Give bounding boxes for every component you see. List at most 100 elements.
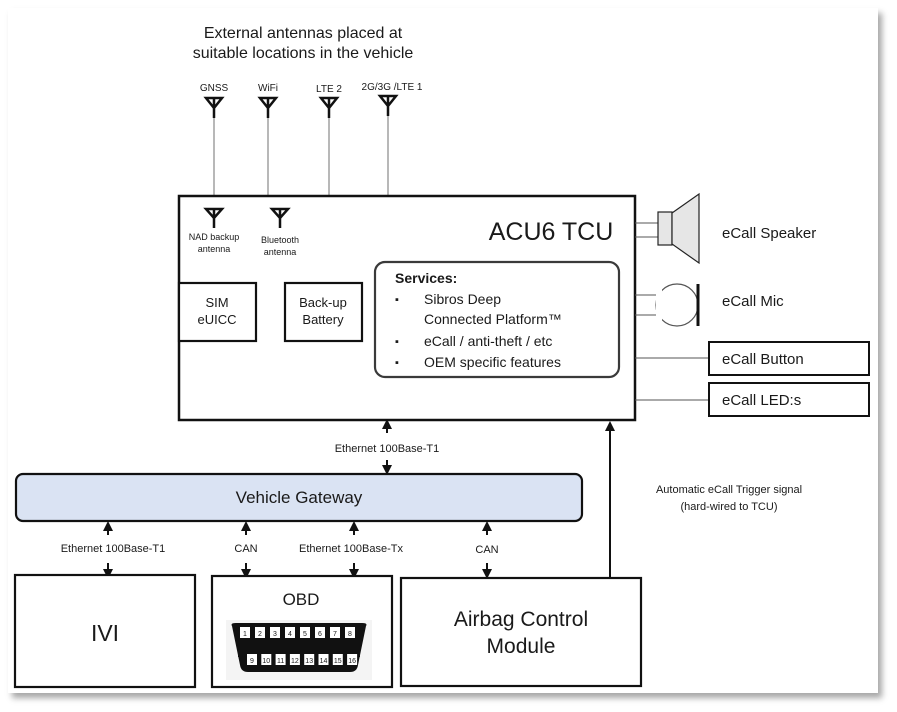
ecall-button-box: eCall Button — [635, 341, 870, 376]
obd-pin: 7 — [330, 627, 340, 638]
bullet-icon: ▪ — [395, 294, 399, 306]
antenna-label: antenna — [264, 247, 297, 257]
tcu-box: ACU6 TCU NAD backup antenna Bluetooth an… — [177, 194, 637, 422]
obd-pin: 1 — [240, 627, 250, 638]
antenna-icon — [257, 96, 279, 118]
services-box: Services: ▪ Sibros Deep Connected Platfo… — [373, 260, 621, 379]
speaker-label: eCall Speaker — [722, 225, 816, 242]
obd-pin: 16 — [347, 654, 358, 665]
ivi-label: IVI — [91, 620, 119, 646]
airbag-control-module-box: Airbag Control Module — [399, 576, 643, 688]
link-gateway-obd-eth: Ethernet 100Base-Tx — [299, 521, 403, 579]
antenna-label: 2G/3G /LTE 1 — [362, 82, 423, 93]
diagram-canvas: External antennas placed at suitable loc… — [8, 8, 878, 693]
link-label: CAN — [475, 544, 498, 556]
bullet-icon: ▪ — [395, 357, 399, 369]
nad-backup-antenna: NAD backup antenna — [189, 207, 240, 254]
obd-pin: 15 — [332, 654, 343, 665]
obd-pin: 9 — [247, 654, 257, 665]
sim-label: SIM — [205, 295, 228, 310]
obd-pin-number: 6 — [318, 631, 322, 638]
obd-pin-number: 10 — [262, 658, 270, 665]
ecall-leds-box: eCall LED:s — [635, 382, 870, 417]
antenna-icon — [318, 96, 340, 118]
service-item: eCall / anti-theft / etc — [424, 333, 552, 349]
obd-pin: 3 — [270, 627, 280, 638]
obd-pin-number: 16 — [348, 658, 356, 665]
external-antenna-lte2: LTE 2 — [316, 84, 342, 196]
ecall-mic: eCall Mic — [635, 282, 784, 328]
ivi-box: IVI — [13, 573, 197, 689]
obd-pin-number: 5 — [303, 631, 307, 638]
obd-pin: 13 — [304, 654, 315, 665]
diagram-svg: External antennas placed at suitable loc… — [13, 25, 870, 689]
obd-pin-number: 8 — [348, 631, 352, 638]
bullet-icon: ▪ — [395, 336, 399, 348]
link-gateway-acm: CAN — [475, 521, 499, 579]
obd-pin: 11 — [275, 654, 286, 665]
obd-pin: 10 — [261, 654, 272, 665]
antenna-icon — [269, 207, 291, 228]
link-label: Ethernet 100Base-T1 — [335, 443, 440, 455]
link-label: CAN — [234, 543, 257, 555]
antenna-label: GNSS — [200, 83, 229, 94]
obd-pin: 8 — [345, 627, 355, 638]
acm-label: Airbag Control — [454, 608, 588, 631]
link-ecall-trigger: Automatic eCall Trigger signal (hard-wir… — [605, 421, 802, 578]
obd-pin: 2 — [255, 627, 265, 638]
obd-pin-number: 12 — [291, 658, 299, 665]
external-antenna-gnss: GNSS — [200, 83, 229, 196]
gateway-label: Vehicle Gateway — [236, 488, 363, 507]
antenna-label: WiFi — [258, 83, 278, 94]
ecall-leds-label: eCall LED:s — [722, 392, 801, 409]
link-gateway-obd-can: CAN — [234, 521, 258, 579]
link-gateway-ivi: Ethernet 100Base-T1 — [61, 521, 166, 579]
antenna-icon — [377, 94, 399, 116]
service-item: Connected Platform™ — [424, 311, 562, 327]
obd-pin-number: 11 — [277, 658, 284, 665]
service-item: OEM specific features — [424, 354, 561, 370]
obd-pin-number: 2 — [258, 631, 262, 638]
sim-label: eUICC — [197, 312, 236, 327]
antenna-label: LTE 2 — [316, 84, 342, 95]
external-antenna-lte1: 2G/3G /LTE 1 — [362, 82, 423, 196]
obd-pin-number: 13 — [305, 658, 313, 665]
services-title: Services: — [395, 270, 457, 286]
mic-label: eCall Mic — [722, 293, 784, 310]
speaker-icon — [657, 192, 700, 265]
antenna-label: antenna — [198, 244, 231, 254]
link-label: Ethernet 100Base-Tx — [299, 543, 403, 555]
ecall-speaker: eCall Speaker — [635, 192, 816, 265]
obd-pin: 5 — [300, 627, 310, 638]
backup-battery-box: Back-up Battery — [283, 281, 364, 343]
vehicle-gateway-box: Vehicle Gateway — [14, 472, 584, 523]
link-tcu-gateway: Ethernet 100Base-T1 — [335, 419, 440, 475]
trigger-label: (hard-wired to TCU) — [681, 501, 778, 513]
link-label: Ethernet 100Base-T1 — [61, 543, 166, 555]
antenna-icon — [203, 207, 225, 228]
bluetooth-antenna: Bluetooth antenna — [261, 207, 299, 257]
external-antenna-wifi: WiFi — [257, 83, 279, 196]
obd-pin-number: 14 — [320, 658, 328, 665]
antenna-label: Bluetooth — [261, 235, 299, 245]
obd-pin: 14 — [318, 654, 329, 665]
antenna-label: NAD backup — [189, 232, 240, 242]
obd-pin-number: 3 — [273, 631, 277, 638]
header-line-1: External antennas placed at — [204, 25, 403, 42]
battery-label: Back-up — [299, 295, 347, 310]
obd-pin-number: 9 — [250, 658, 254, 665]
obd-pin-number: 7 — [333, 631, 337, 638]
antenna-icon — [203, 96, 225, 118]
obd-pin-number: 15 — [334, 658, 342, 665]
obd-pin: 4 — [285, 627, 295, 638]
battery-label: Battery — [302, 312, 344, 327]
header-line-2: suitable locations in the vehicle — [193, 45, 414, 62]
microphone-icon — [655, 282, 700, 328]
ecall-button-label: eCall Button — [722, 351, 804, 368]
tcu-title: ACU6 TCU — [489, 218, 614, 246]
service-item: Sibros Deep — [424, 291, 501, 307]
acm-label: Module — [487, 635, 556, 658]
obd-pin-number: 1 — [243, 631, 247, 638]
